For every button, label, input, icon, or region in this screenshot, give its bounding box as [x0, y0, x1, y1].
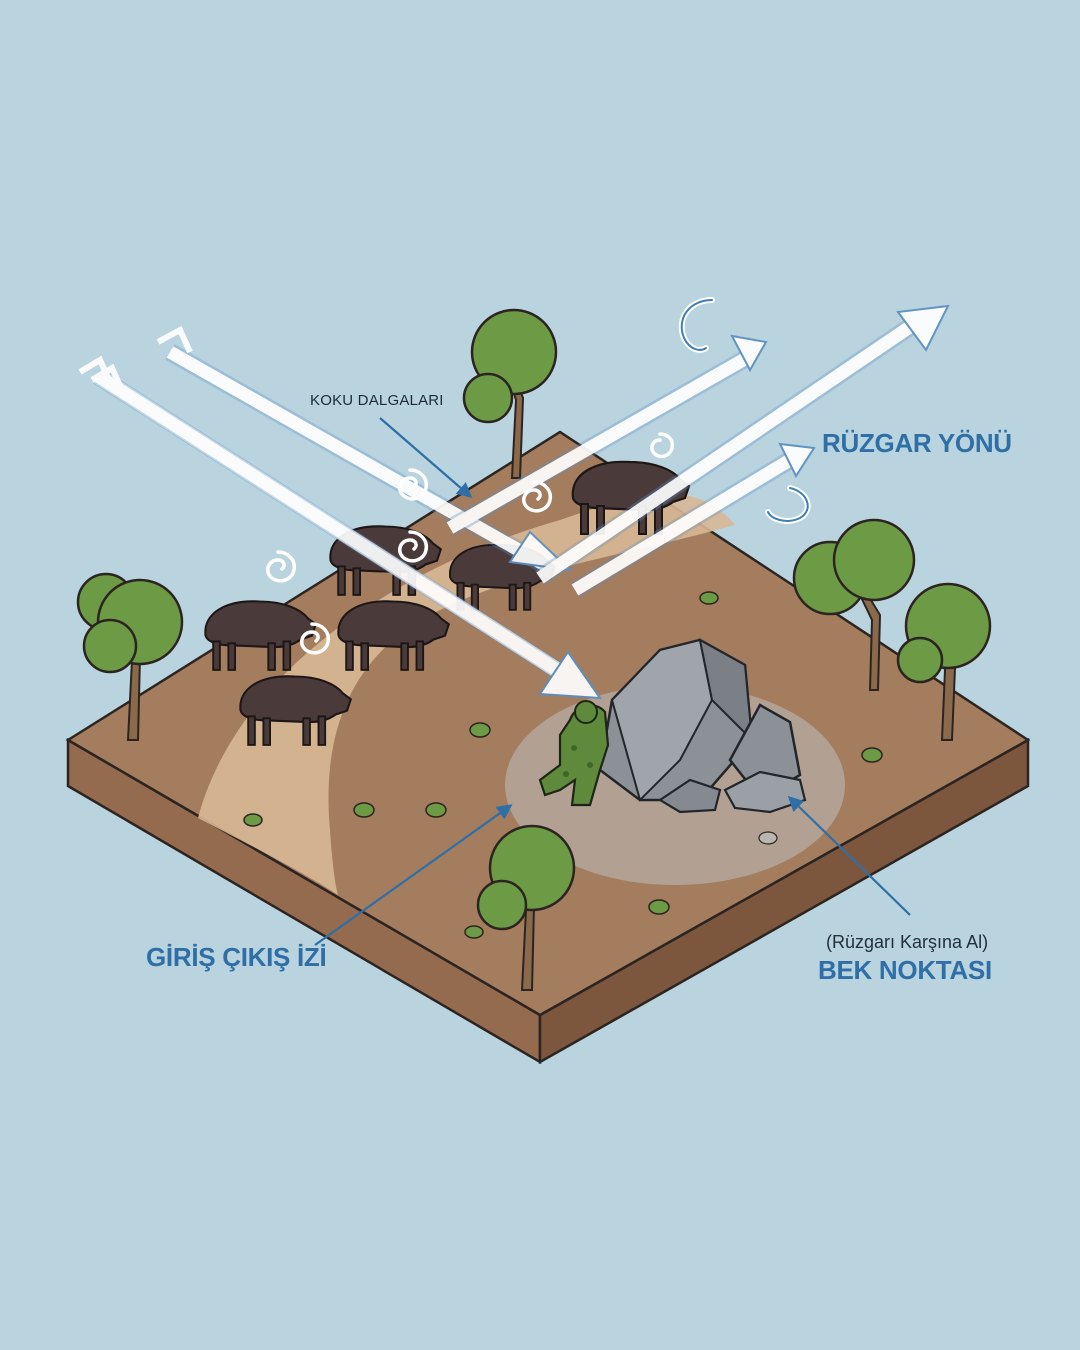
- grass-tuft: [464, 925, 484, 939]
- boar-icon: [239, 675, 353, 746]
- entry-exit-trail-label: GİRİŞ ÇIKIŞ İZİ: [146, 942, 327, 972]
- tree-icon: [476, 824, 576, 991]
- soldier-icon: [538, 700, 610, 807]
- scent-swirl-icon: [398, 530, 429, 563]
- rock-icon: [598, 638, 807, 814]
- scent-swirl-icon: [300, 622, 331, 655]
- grass-tuft: [353, 802, 375, 818]
- scent-swirl-icon: [266, 550, 297, 583]
- wind-arrow-icon: [570, 442, 816, 598]
- grass-tuft: [243, 813, 263, 827]
- boar-icon: [337, 600, 451, 671]
- ambush-note-label: (Rüzgarı Karşına Al): [826, 932, 989, 952]
- scent-swirl-icon: [522, 480, 553, 513]
- scent-label-pointer: [379, 417, 473, 499]
- scent-swirls: [266, 432, 675, 655]
- grass-tuft: [699, 591, 719, 605]
- grass-tuft: [758, 831, 778, 845]
- tree-icon: [462, 308, 558, 479]
- scent-swirl-icon: [650, 432, 675, 459]
- ambush-label-pointer: [787, 795, 911, 916]
- tree-icon: [76, 572, 184, 741]
- trail-label-pointer: [314, 804, 513, 946]
- grass-tuft: [861, 747, 883, 763]
- wind-arrow-icon: [78, 355, 603, 700]
- grass-tuft: [469, 722, 491, 738]
- wind-arrow-icon: [445, 334, 768, 536]
- scent-waves-label: KOKU DALGALARI: [310, 392, 444, 409]
- tree-icon: [792, 518, 916, 691]
- grass-tuft: [648, 899, 670, 915]
- scent-swirl-icon: [398, 468, 429, 501]
- boar-icon: [204, 600, 318, 671]
- wind-arrow-icon: [534, 304, 950, 586]
- wind-arrows: [78, 304, 950, 700]
- ambush-point-label: BEK NOKTASI: [818, 955, 992, 985]
- grass-tuft: [425, 802, 447, 818]
- tree-icon: [896, 582, 992, 741]
- wind-curl-icon: [767, 487, 809, 522]
- wind-curl-icon: [680, 299, 713, 351]
- wind-direction-label: RÜZGAR YÖNÜ: [822, 428, 1012, 458]
